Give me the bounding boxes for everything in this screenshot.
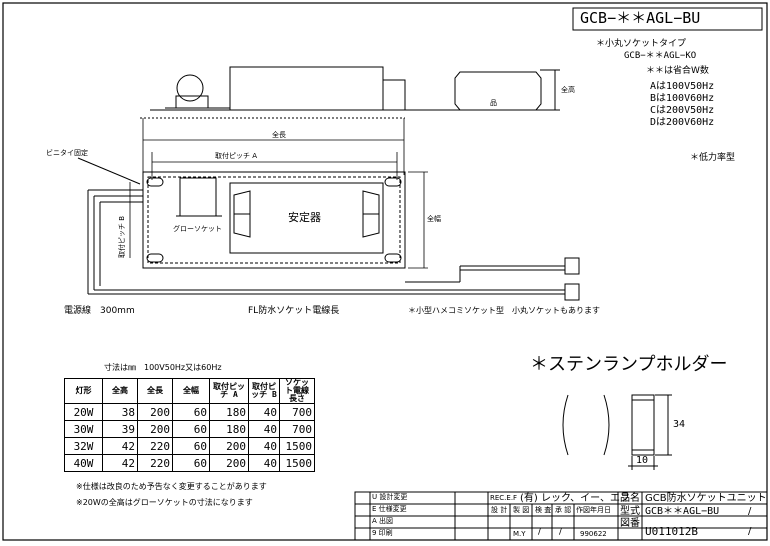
hdr-design: 設 計 (491, 506, 508, 514)
model-slash: / (748, 506, 752, 517)
variant-line-2: GCB−＊＊AGL−KO (624, 51, 697, 61)
model-value: GCB＊＊AGL−BU (645, 506, 720, 517)
title-box-frame (572, 7, 763, 31)
cell: 40 (248, 403, 280, 421)
cell: 60 (172, 403, 210, 421)
hdr-approve: 承 認 (555, 506, 572, 514)
drawer: M.Y (513, 530, 526, 538)
cell: 60 (172, 420, 210, 438)
rev-3: A 出図 (372, 517, 394, 525)
name-value: GCB防水ソケットユニット (645, 493, 767, 504)
spec-table: 灯形 全高 全長 全幅 取付ピッチ A 取付ピッチ B ソケット電線長さ 20W… (64, 378, 315, 472)
cell: 40W (64, 454, 103, 472)
box-label: 品 (490, 99, 497, 107)
cell: 42 (102, 454, 138, 472)
col-length: 全長 (137, 378, 173, 404)
code-b: Bは100V60Hz (650, 93, 715, 104)
code-note: ＊＊は省合W数 (646, 66, 709, 76)
code-a: Aは100V50Hz (650, 81, 715, 92)
dwg-label: 図番 (620, 518, 640, 529)
cell: 1500 (279, 437, 315, 455)
cell: 200 (137, 420, 173, 438)
width-label: 全幅 (427, 215, 441, 223)
cell: 32W (64, 437, 103, 455)
cell: 180 (209, 420, 249, 438)
cell: 200 (137, 403, 173, 421)
table-caption: 寸法は㎜ 100V50Hz又は60Hz (104, 363, 222, 372)
dwg-slash: / (748, 526, 752, 537)
cell: 220 (137, 454, 173, 472)
height-label: 全高 (561, 86, 575, 94)
col-lead: ソケット電線長さ (279, 378, 315, 404)
side-view (140, 66, 560, 119)
cell: 40 (248, 454, 280, 472)
cell: 20W (64, 403, 103, 421)
slash-1: / (538, 527, 542, 537)
cell: 30W (64, 420, 103, 438)
title-block-frame (354, 491, 768, 541)
table-row: 32W 42 220 60 200 40 1500 (64, 437, 315, 455)
hdr-date: 作図年月日 (576, 506, 611, 514)
table-header-row: 灯形 全高 全長 全幅 取付ピッチ A 取付ピッチ B ソケット電線長さ (64, 378, 315, 404)
ballast-label: 安定器 (288, 211, 321, 224)
holder-dim-width: 10 (636, 455, 649, 466)
col-lamp: 灯形 (64, 378, 103, 404)
cell: 38 (102, 403, 138, 421)
cell: 1500 (279, 454, 315, 472)
model-label: 型式 (620, 506, 640, 517)
length-label: 全長 (272, 131, 286, 139)
footnote-1: ※仕様は改良のため予告なく変更することがあります (76, 482, 267, 491)
cell: 60 (172, 454, 210, 472)
hdr-draft: 製 図 (513, 506, 530, 514)
name-label: 品名 (620, 493, 640, 504)
table-row: 20W 38 200 60 180 40 700 (64, 403, 315, 421)
rev-2: E 仕様変更 (372, 505, 407, 513)
rev-4: 9 印刷 (372, 529, 393, 537)
cell: 200 (209, 454, 249, 472)
footnote-2: ※20Wの全高はグローソケットの寸法になります (76, 498, 253, 507)
company-prefix: REC.E.F (490, 494, 518, 502)
table-row: 40W 42 220 60 200 40 1500 (64, 454, 315, 472)
cell: 180 (209, 403, 249, 421)
cell: 60 (172, 437, 210, 455)
code-c: Cは200V50Hz (650, 105, 715, 116)
drawing-date: 990622 (580, 530, 607, 538)
lead-length: 電源線 300mm (64, 306, 135, 316)
hdr-check: 検 査 (535, 506, 552, 514)
cell: 700 (279, 420, 315, 438)
variant-line-1: ＊小丸ソケットタイプ (596, 39, 687, 49)
pitch-b-label: 取付ピッチ B (118, 215, 126, 258)
cell: 200 (209, 437, 249, 455)
glow-socket-label: グローソケット (173, 225, 222, 233)
holder-title: ＊ステンランプホルダー (530, 354, 728, 375)
holder-dim-height: 34 (673, 419, 686, 430)
option-note: ＊小型ハメコミソケット型 小丸ソケットもあります (408, 306, 600, 315)
dwg-value: U011012B (645, 525, 698, 538)
slash-2: / (559, 527, 563, 537)
fl-lead-label: FL防水ソケット電線長 (248, 306, 340, 316)
col-pitch-b: 取付ピッチ B (248, 378, 280, 404)
pitch-a-label: 取付ピッチ A (215, 152, 258, 160)
type-note: ＊低力率型 (690, 153, 736, 163)
rev-1: U 設計変更 (372, 493, 408, 501)
cell: 40 (248, 437, 280, 455)
plan-view (77, 157, 580, 301)
cell: 700 (279, 403, 315, 421)
dimension-lines (129, 118, 428, 269)
company-name: (有) レック、イー、エフ (520, 493, 630, 504)
bushing-label: ビニタイ固定 (46, 149, 88, 157)
col-height: 全高 (102, 378, 138, 404)
title-box-model: GCB−＊＊AGL−BU (580, 9, 701, 27)
cell: 220 (137, 437, 173, 455)
cell: 42 (102, 437, 138, 455)
code-d: Dは200V60Hz (650, 117, 715, 128)
cell: 39 (102, 420, 138, 438)
cell: 40 (248, 420, 280, 438)
col-width: 全幅 (172, 378, 210, 404)
col-pitch-a: 取付ピッチ A (209, 378, 249, 404)
table-row: 30W 39 200 60 180 40 700 (64, 420, 315, 438)
lamp-holder-drawing (562, 394, 672, 470)
